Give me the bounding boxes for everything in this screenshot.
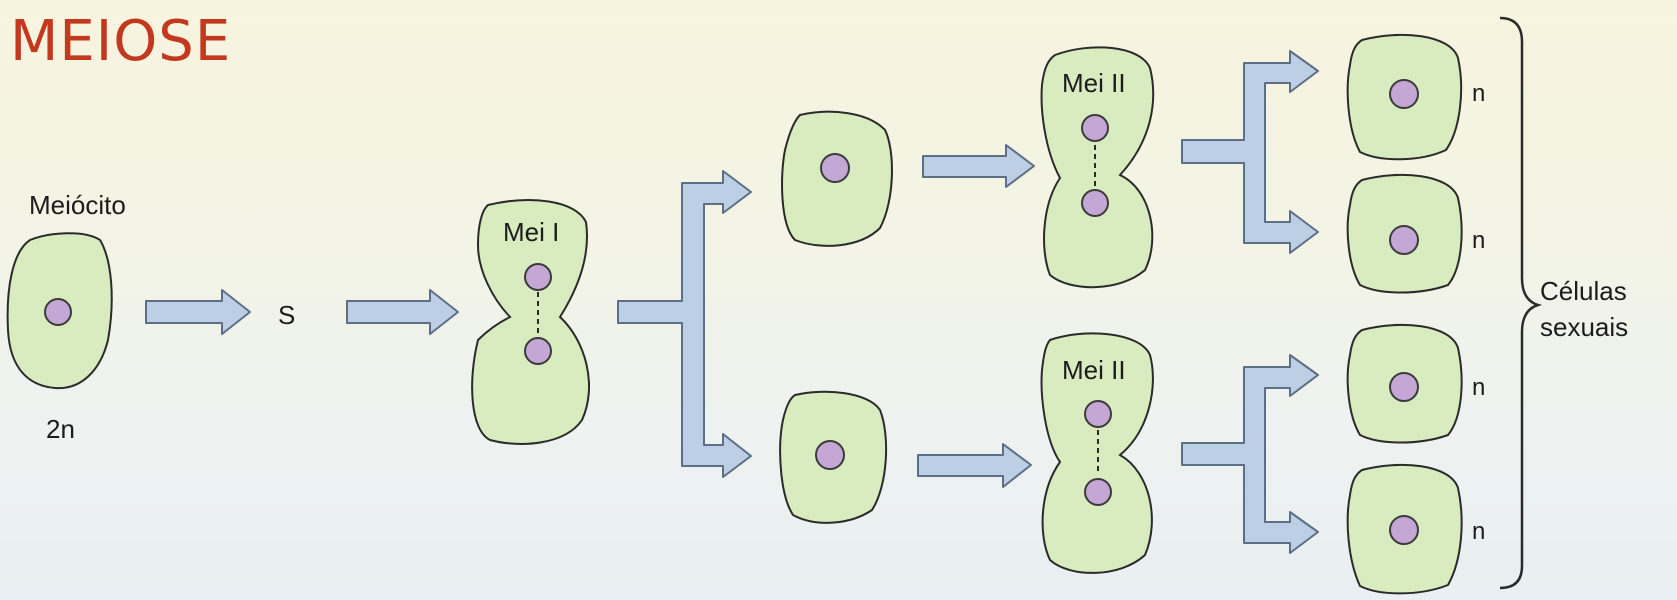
arrow-to-mei-ii-top [922,144,1035,188]
label-n-1: n [1472,80,1486,107]
right-brace [1499,16,1543,590]
mei-i-nucleus-bottom [524,337,552,365]
daughter-cell-2-nucleus [1389,225,1419,255]
secondary-cell-top [781,110,893,247]
secondary-top-nucleus [820,153,850,183]
label-mei-ii-bottom: Mei II [1062,355,1126,385]
arrow-to-mei-ii-bottom [917,443,1032,488]
daughter-cell-1-nucleus [1389,79,1419,109]
secondary-cell-bottom [779,390,888,524]
mei-ii-bottom-nucleus-a [1084,400,1112,428]
meiocyte-cell [6,232,113,390]
page-title: MEIOSE [10,9,232,74]
mei-ii-bottom-nucleus-b [1084,478,1112,506]
label-2n: 2n [46,414,75,444]
mei-ii-top-nucleus-a [1081,114,1109,142]
label-s-phase: S [278,300,296,330]
mei-ii-bottom-dividing-cell [1040,332,1154,574]
label-celulas: Células [1540,276,1627,306]
arrow-branch-mei-i [617,170,752,478]
arrow-branch-mei-ii-top [1181,50,1319,254]
daughter-cell-4 [1346,463,1463,595]
daughter-cell-1 [1346,33,1463,161]
label-meiocito: Meiócito [29,190,126,220]
label-n-4: n [1472,518,1486,545]
meiocyte-nucleus [44,298,72,326]
mei-ii-top-nucleus-b [1081,189,1109,217]
arrow-to-s-phase [145,289,251,335]
arrow-branch-mei-ii-bottom [1181,354,1319,554]
daughter-cell-4-nucleus [1389,515,1419,545]
mei-ii-top-dividing-cell [1040,46,1155,289]
secondary-bottom-nucleus [815,440,845,470]
label-n-2: n [1472,227,1486,254]
mei-i-dividing-cell [471,199,590,445]
label-mei-i: Mei I [503,217,560,247]
label-sexuais: sexuais [1540,312,1629,342]
arrow-to-mei-i [346,289,459,335]
daughter-cell-3 [1346,323,1463,444]
daughter-cell-3-nucleus [1389,372,1419,402]
mei-i-nucleus-top [524,263,552,291]
label-n-3: n [1472,374,1486,401]
label-mei-ii-top: Mei II [1062,68,1126,98]
daughter-cell-2 [1346,173,1463,294]
